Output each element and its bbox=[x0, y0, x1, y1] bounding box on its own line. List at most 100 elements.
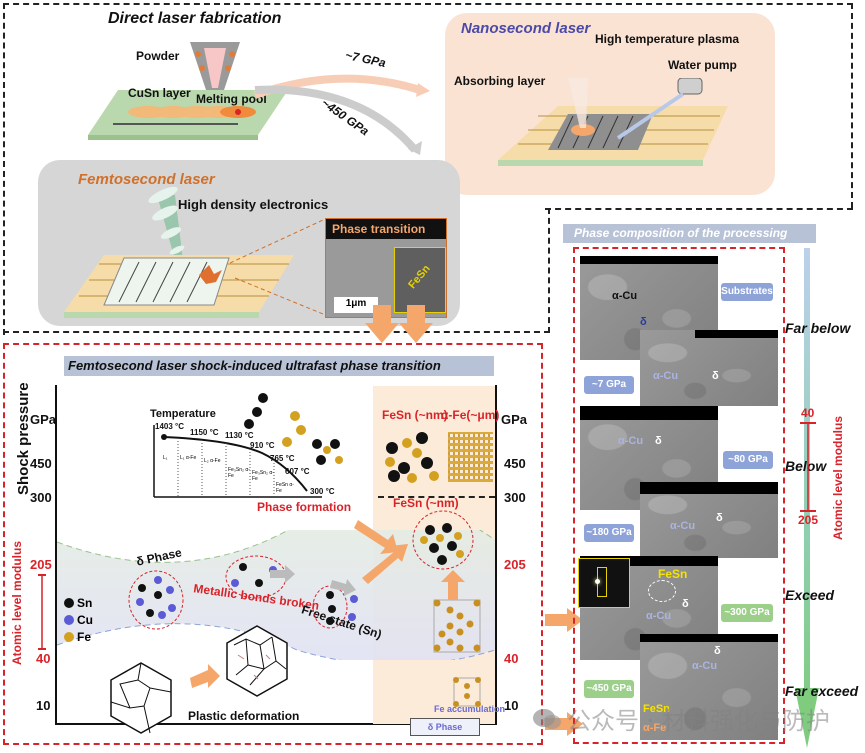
tag-450gpa: ~450 GPa bbox=[584, 680, 634, 698]
phase-transition-inset: Phase transition FeSn 1μm bbox=[325, 218, 447, 318]
left-tick-10: 10 bbox=[36, 698, 51, 713]
level-far-below: Far below bbox=[785, 320, 851, 336]
right-panel-title: Phase composition of the processing bbox=[574, 226, 788, 240]
plot-area bbox=[55, 385, 497, 725]
180gpa-phase-delta: δ bbox=[716, 512, 723, 524]
shock-pressure-label: Shock pressure bbox=[15, 382, 32, 495]
right-panel-frame bbox=[573, 247, 785, 744]
femtosecond-title: Femtosecond laser bbox=[78, 171, 215, 188]
top-frame-right bbox=[851, 3, 853, 208]
temp-607: 607 °C bbox=[285, 467, 310, 476]
plasma-label: High temperature plasma bbox=[595, 32, 740, 46]
sem-image-450gpa bbox=[640, 634, 778, 740]
phase-boundary-300 bbox=[378, 496, 495, 498]
right-panel-title-bar bbox=[563, 224, 816, 243]
180gpa-phase-acu: α-Cu bbox=[670, 520, 696, 532]
region-l1-afe: L₁ α-Fe bbox=[180, 455, 197, 461]
region-l1: L₁ bbox=[163, 455, 168, 461]
temperature-chart-title: Temperature bbox=[150, 408, 216, 420]
temp-765: 765 °C bbox=[270, 454, 295, 463]
pressure-arrows bbox=[250, 55, 430, 155]
cusn-layer-label: CuSn layer bbox=[128, 86, 191, 100]
temp-1403: 1403 °C bbox=[155, 422, 184, 431]
substrate-plate-direct bbox=[88, 90, 288, 140]
absorbing-layer-label: Absorbing layer bbox=[454, 74, 546, 88]
inset-scale-bar: 1μm bbox=[334, 297, 378, 313]
tag-7gpa: ~7 GPa bbox=[584, 376, 634, 394]
fe-atom-icon bbox=[64, 631, 74, 642]
fesn-highlight-ellipse bbox=[648, 580, 676, 602]
melting-pool-label: Melting pool bbox=[196, 92, 267, 106]
femtosecond-plate bbox=[64, 250, 294, 320]
right-tick-450: 450 bbox=[504, 456, 526, 471]
300gpa-phase-acu: α-Cu bbox=[646, 610, 672, 622]
water-pump-label: Water pump bbox=[668, 58, 737, 72]
bonds-broken-cluster bbox=[225, 555, 287, 600]
300gpa-phase-delta: δ bbox=[682, 598, 689, 610]
atom-cluster-top bbox=[235, 390, 345, 465]
left-tick-450: 450 bbox=[30, 456, 52, 471]
fesn-nm-label-2: FeSn (~nm) bbox=[393, 496, 459, 510]
left-modulus-range-bar bbox=[38, 574, 46, 650]
fesn-nm-cluster bbox=[412, 510, 474, 570]
right-panel-modulus-label: Atomic level modulus bbox=[831, 415, 845, 540]
right-tick-10: 10 bbox=[504, 698, 519, 713]
free-state-cluster bbox=[312, 585, 362, 630]
temp-910: 910 °C bbox=[250, 441, 275, 450]
inset-title: Phase transition bbox=[332, 222, 426, 236]
top-frame-step-v bbox=[548, 208, 550, 333]
main-panel-title-bar bbox=[64, 356, 494, 376]
right-axis-unit: GPa bbox=[501, 412, 528, 427]
fe-small-lattice-icon bbox=[452, 676, 482, 708]
level-far-exceed: Far exceed bbox=[785, 683, 859, 699]
450gpa-phase-afe: α-Fe bbox=[643, 722, 667, 734]
zoom-guide-lines bbox=[229, 218, 325, 318]
7gpa-phase-acu: α-Cu bbox=[653, 370, 679, 382]
sem-image-180gpa bbox=[640, 482, 778, 558]
tag-180gpa: ~180 GPa bbox=[584, 524, 634, 542]
left-axis-unit: GPa bbox=[30, 412, 57, 427]
temp-300: 300 °C bbox=[310, 487, 335, 496]
plastic-deformation-label: Plastic deformation bbox=[188, 709, 300, 723]
450gpa-phase-acu: α-Cu bbox=[692, 660, 718, 672]
substrate-phase-acu: α-Cu bbox=[612, 290, 638, 302]
tag-300gpa: ~300 GPa bbox=[721, 604, 773, 622]
region-fe3sn2-afe-1: Fe₃Sn₂ α-Fe bbox=[228, 467, 250, 479]
down-arrows bbox=[365, 305, 445, 345]
top-section-frame bbox=[3, 3, 853, 335]
main-panel-frame bbox=[3, 343, 543, 745]
tag-80gpa: ~80 GPa bbox=[723, 451, 773, 469]
delta-phase-block: δ Phase bbox=[410, 718, 480, 736]
powder-nozzle-icon bbox=[190, 42, 240, 90]
substrate-phase-delta: δ bbox=[640, 316, 647, 328]
legend-item-sn: Sn bbox=[64, 594, 124, 611]
level-gradient-arrow bbox=[795, 248, 819, 748]
femtosecond-beam-icon bbox=[135, 185, 195, 265]
right-modulus-tick-205: 205 bbox=[504, 557, 526, 572]
right-modulus-tick-40: 40 bbox=[504, 651, 519, 666]
legend: Sn Cu Fe bbox=[64, 594, 124, 654]
temp-1150: 1150 °C bbox=[190, 428, 219, 437]
legend-item-fe: Fe bbox=[64, 628, 124, 645]
left-tick-300: 300 bbox=[30, 490, 52, 505]
450gpa-phase-fesn: FeSn bbox=[643, 703, 670, 715]
delta-phase-cluster bbox=[128, 570, 184, 630]
grain-structure-after bbox=[226, 625, 288, 697]
7gpa-phase-delta: δ bbox=[712, 370, 719, 382]
region-fesn-afe: FeSn α-Fe bbox=[276, 482, 294, 494]
fesn-crystal-icon bbox=[382, 428, 442, 488]
left-modulus-tick-40: 40 bbox=[36, 651, 51, 666]
powder-label: Powder bbox=[136, 49, 180, 63]
left-modulus-label: Atomic level modulus bbox=[10, 540, 24, 665]
sn-atom-icon bbox=[64, 597, 74, 608]
process-arrows bbox=[190, 510, 420, 700]
direct-laser-title: Direct laser fabrication bbox=[108, 10, 282, 27]
nanosecond-plate bbox=[498, 77, 728, 168]
left-modulus-tick-205: 205 bbox=[30, 557, 52, 572]
delta-phase-block-label: δ Phase bbox=[427, 722, 463, 732]
80gpa-phase-delta: δ bbox=[655, 435, 662, 447]
sem-image-7gpa bbox=[640, 330, 778, 406]
right-panel-modulus-range-bar bbox=[800, 422, 816, 512]
fe-lattice-icon bbox=[432, 598, 482, 656]
wechat-icon bbox=[532, 707, 562, 731]
